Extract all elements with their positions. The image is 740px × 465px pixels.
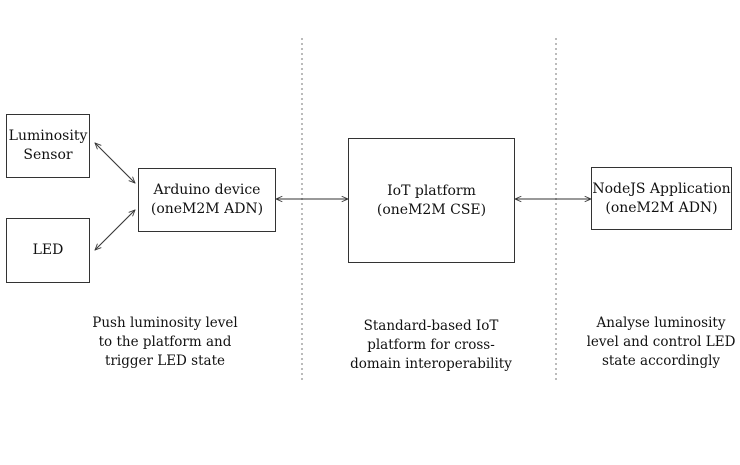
nodejs-label-line-1: NodeJS Application (592, 180, 731, 197)
caption-device-zone: Push luminosity level to the platform an… (70, 314, 260, 371)
arrow-led-arduino (95, 210, 135, 250)
caption-application-line-2: level and control LED (586, 334, 736, 350)
nodejs-label-line-2: (oneM2M ADN) (605, 199, 718, 216)
caption-platform-line-1: Standard-based IoT (363, 318, 499, 334)
caption-device-line-1: Push luminosity level (92, 315, 238, 331)
arduino-device-node: Arduino device (oneM2M ADN) (138, 168, 276, 232)
caption-application-line-3: state accordingly (601, 353, 721, 369)
arduino-label-line-2: (oneM2M ADN) (150, 201, 264, 217)
nodejs-application-node: NodeJS Application (oneM2M ADN) (591, 167, 732, 230)
caption-device-line-2: to the platform and (98, 334, 232, 350)
luminosity-sensor-label-line-2: Sensor (23, 147, 73, 163)
arduino-label-line-1: Arduino device (153, 182, 261, 198)
iot-platform-label-line-1: IoT platform (387, 182, 476, 199)
arrow-sensor-arduino (95, 143, 135, 183)
caption-application-line-1: Analyse luminosity (596, 315, 726, 331)
caption-platform-zone: Standard-based IoT platform for cross- d… (334, 317, 528, 374)
caption-device-line-3: trigger LED state (105, 353, 225, 369)
led-label: LED (32, 242, 64, 258)
iot-platform-label-line-2: (oneM2M CSE) (376, 201, 487, 218)
iot-platform-node: IoT platform (oneM2M CSE) (348, 138, 515, 263)
led-node: LED (6, 218, 90, 283)
caption-platform-line-2: platform for cross- (367, 337, 495, 353)
luminosity-sensor-label-line-1: Luminosity (8, 128, 88, 144)
caption-application-zone: Analyse luminosity level and control LED… (572, 314, 740, 371)
caption-platform-line-3: domain interoperability (350, 356, 512, 372)
luminosity-sensor-node: Luminosity Sensor (6, 114, 90, 178)
